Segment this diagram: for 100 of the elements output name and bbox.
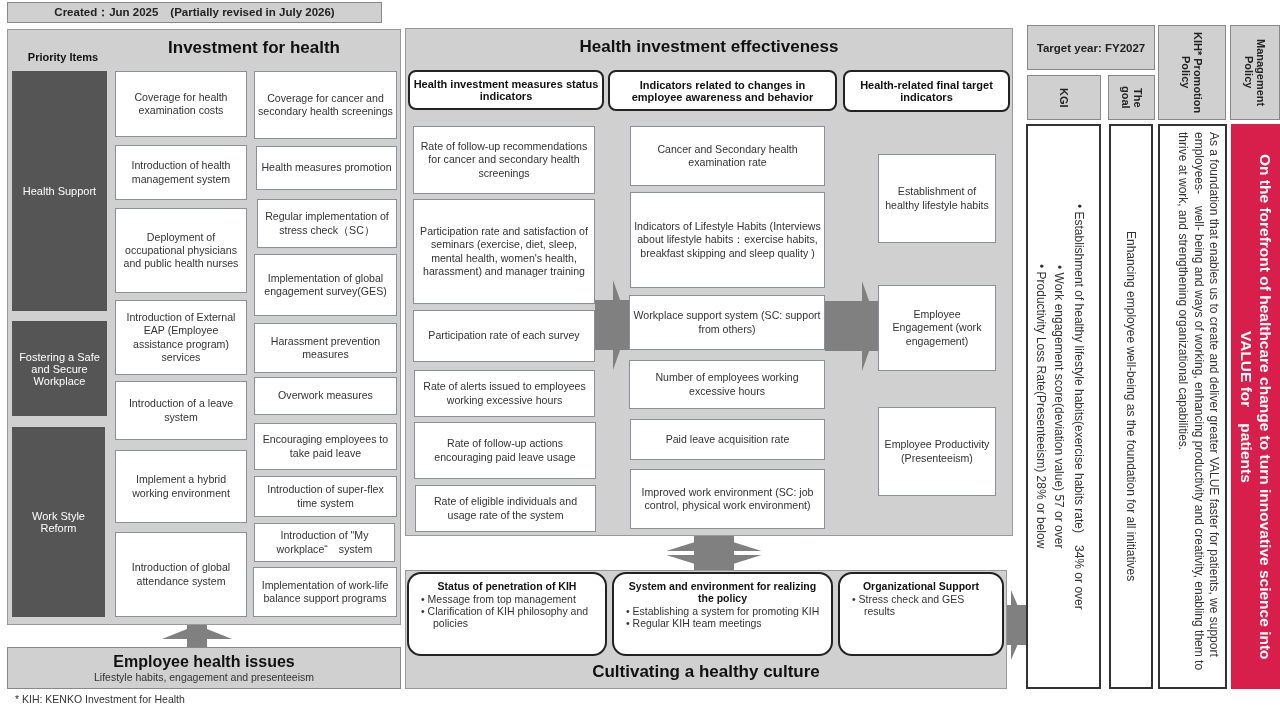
list-item: • Establishing a system for promoting KIH bbox=[626, 605, 821, 617]
section-panel bbox=[7, 29, 401, 625]
item-box bbox=[413, 126, 595, 194]
text-panel bbox=[1109, 124, 1153, 689]
item-text: Introduction of global attendance system bbox=[130, 561, 232, 588]
category-label: Work Style Reform bbox=[31, 510, 86, 534]
section-panel bbox=[405, 28, 1013, 536]
item-text: Employee Productivity (Presenteeism) bbox=[883, 438, 991, 465]
category-block bbox=[12, 321, 107, 416]
item-box bbox=[630, 192, 825, 288]
item-text: Paid leave acquisition rate bbox=[665, 432, 790, 447]
item-box bbox=[254, 423, 397, 470]
item-box bbox=[254, 523, 395, 562]
item-text: Introduction of health management system bbox=[130, 159, 232, 186]
section-title: Health investment effectiveness bbox=[578, 37, 840, 57]
rounded-card bbox=[612, 572, 833, 656]
item-text: Overwork measures bbox=[278, 389, 373, 403]
item-box bbox=[115, 450, 247, 523]
item-text: Encouraging employees to take paid leave bbox=[261, 433, 390, 460]
item-text: Number of employees working excessive hours bbox=[654, 371, 800, 398]
item-text: Indicators related to changes in employee awareness and behavior bbox=[630, 78, 815, 103]
list-item: • Stress check and GES results bbox=[852, 593, 966, 617]
text-panel bbox=[1026, 124, 1101, 689]
item-box bbox=[253, 567, 397, 617]
item-box bbox=[115, 300, 247, 375]
header-cell bbox=[1108, 75, 1155, 120]
header-banner bbox=[7, 2, 382, 23]
item-box bbox=[115, 145, 247, 200]
card-heading: Status of penetration of KIH bbox=[436, 580, 578, 592]
section-title: Investment for health bbox=[167, 38, 341, 58]
item-text: Establishment of healthy lifestyle habits bbox=[884, 185, 990, 212]
item-box bbox=[254, 377, 397, 415]
list-item: • Work engagement score(deviation value) 57 or over bbox=[1052, 263, 1066, 551]
item-box bbox=[878, 407, 996, 496]
list-item: • Productivity Loss Rate(Presenteeism) 28% or below bbox=[1034, 263, 1048, 551]
item-text: Implement a hybrid working environment bbox=[131, 473, 231, 500]
item-box bbox=[630, 126, 825, 186]
item-text: Employee Engagement (work engagement) bbox=[891, 308, 983, 348]
list-item: • Clarification of KIH philosophy and policies bbox=[421, 605, 590, 629]
item-text: Introduction of a leave system bbox=[127, 397, 235, 424]
item-text: Health measures promotion bbox=[261, 161, 392, 175]
subtitle: Lifestyle habits, engagement and presenteeism bbox=[93, 671, 315, 683]
item-text: Coverage for health examination costs bbox=[133, 90, 229, 118]
rounded-card bbox=[407, 572, 607, 656]
item-text: Rate of alerts issued to employees working excessive hours bbox=[422, 380, 587, 407]
item-text: Workplace support system (SC: support from others) bbox=[633, 309, 821, 336]
mission-text: On the forefront of healthcare change to turn innovative science into VALUE for patients bbox=[1236, 152, 1275, 662]
item-box bbox=[254, 71, 397, 139]
item-box bbox=[630, 419, 825, 460]
category-block bbox=[12, 71, 107, 311]
section-panel bbox=[405, 570, 1007, 689]
item-box bbox=[413, 199, 595, 304]
item-box bbox=[254, 476, 397, 517]
header-cell bbox=[1230, 25, 1280, 120]
card-heading: Organizational Support bbox=[861, 580, 981, 592]
block-arrow bbox=[595, 280, 629, 370]
category-block bbox=[12, 427, 105, 617]
item-box bbox=[629, 295, 825, 350]
header-cell bbox=[1158, 25, 1226, 120]
block-arrow bbox=[666, 536, 762, 570]
item-box bbox=[115, 381, 247, 440]
item-box bbox=[115, 71, 247, 137]
item-text: Rate of eligible individuals and usage rate of the system bbox=[432, 495, 579, 522]
mission-banner bbox=[1231, 124, 1280, 689]
issue-banner bbox=[7, 647, 401, 689]
category-label: Health Support bbox=[22, 185, 97, 197]
item-box bbox=[629, 360, 825, 409]
item-text: Enhancing employee well-being as the foundation for all initiatives bbox=[1124, 231, 1138, 582]
section-title: Cultivating a healthy culture bbox=[591, 662, 821, 682]
item-box bbox=[414, 370, 595, 417]
item-box bbox=[115, 208, 247, 293]
header-cell bbox=[1027, 25, 1155, 70]
item-text: Created：Jun 2025 (Partially revised in July 2026) bbox=[54, 5, 335, 20]
item-box bbox=[257, 199, 397, 248]
item-text: KGI bbox=[1058, 87, 1070, 108]
column-header bbox=[843, 70, 1010, 112]
item-box bbox=[254, 254, 397, 316]
category-label: Fostering a Safe and Secure Workplace bbox=[18, 350, 101, 387]
item-text: Improved work environment (SC: job control, physical work environment) bbox=[640, 485, 815, 513]
column-header bbox=[408, 70, 604, 110]
header-cell bbox=[1027, 75, 1101, 120]
item-text: Coverage for cancer and secondary health screenings bbox=[258, 91, 393, 119]
item-text: Regular implementation of stress check（SC） bbox=[264, 210, 390, 237]
list-item: • Message from top management bbox=[421, 593, 577, 605]
item-box bbox=[630, 469, 825, 529]
text-panel bbox=[1158, 124, 1227, 689]
item-text: Participation rate and satisfaction of seminars (exercise, diet, sleep, mental health, women's health, harassment) and manager training bbox=[419, 225, 589, 278]
item-text: Management Policy bbox=[1243, 37, 1267, 109]
item-text: Implementation of work-life balance support programs bbox=[260, 578, 390, 606]
item-text: KIH* Promotion Policy bbox=[1180, 30, 1204, 116]
block-arrow bbox=[1007, 590, 1026, 660]
item-text: Rate of follow-up actions encouraging paid leave usage bbox=[433, 437, 577, 464]
item-box bbox=[413, 310, 595, 362]
item-box bbox=[878, 154, 996, 243]
item-text: Target year: FY2027 bbox=[1036, 41, 1146, 54]
item-text: Indicators of Lifestyle Habits (Interviews about lifestyle habits：exercise habits, breakfast skipping and sleep quality ) bbox=[634, 220, 821, 260]
list-item: • Establishment of healthy lifestyle habits(exercise habits rate) 34% or over bbox=[1071, 203, 1087, 610]
item-box bbox=[415, 485, 596, 532]
item-text: Health-related final target indicators bbox=[859, 79, 994, 103]
item-text: Introduction of "My workplace“ system bbox=[275, 529, 374, 556]
